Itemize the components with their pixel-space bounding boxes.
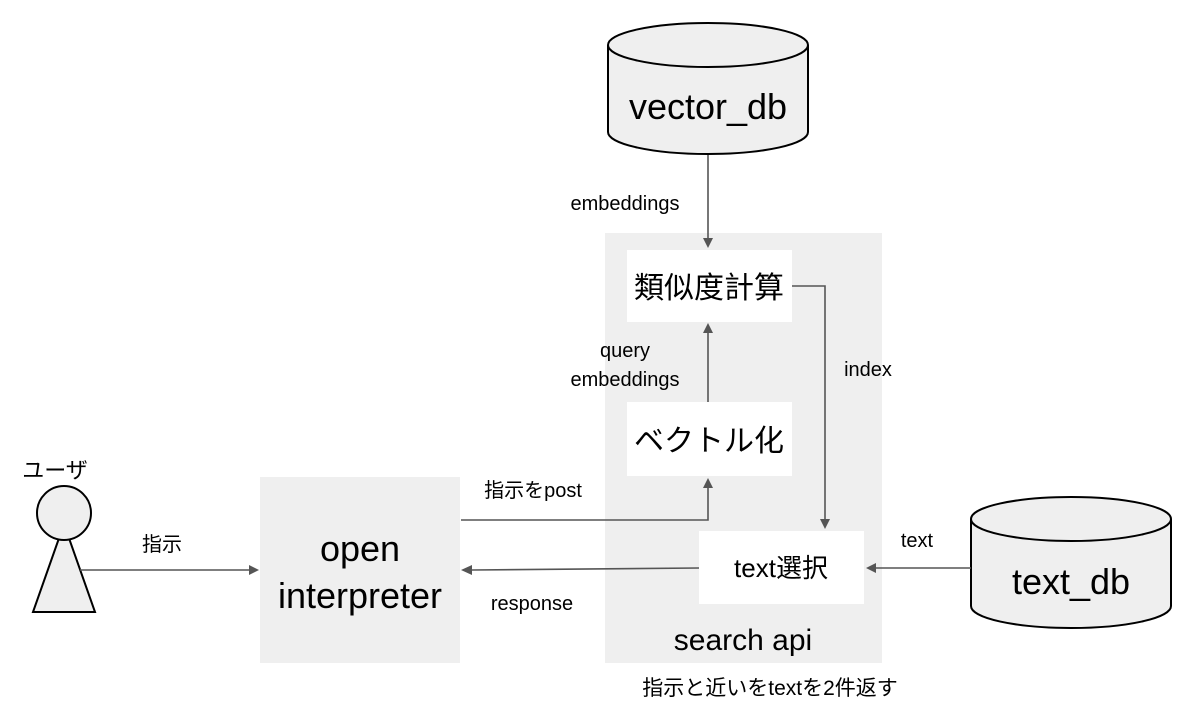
edge-response <box>461 565 700 575</box>
text-select-label: text選択 <box>734 553 828 583</box>
edge-label-index: index <box>844 359 892 381</box>
open-interpreter-box <box>260 477 460 663</box>
edge-label-instruction-post: 指示をpost <box>484 479 582 502</box>
vector-db-cylinder <box>607 22 809 155</box>
text-db-cylinder <box>970 496 1172 629</box>
edge-index <box>792 285 830 529</box>
edge-query-embeddings <box>703 323 713 402</box>
edge-label-response: response <box>491 593 573 615</box>
open-interpreter-label-line1: open <box>320 528 400 569</box>
similarity-label: 類似度計算 <box>634 272 784 305</box>
edge-text <box>866 563 971 573</box>
diagram-caption: 指示と近いをtextを2件返す <box>642 677 898 700</box>
vector-db-label: vector_db <box>629 86 787 127</box>
text-db-label: text_db <box>1012 561 1130 602</box>
edge-instruction-post <box>461 478 713 521</box>
edge-instruction <box>80 565 259 575</box>
user-label: ユーザ <box>22 458 88 483</box>
edge-label-query-embeddings: embeddings <box>571 369 680 391</box>
search-api-label: search api <box>674 624 812 657</box>
edge-label-embeddings: embeddings <box>571 193 680 215</box>
edge-label-text: text <box>901 530 934 552</box>
edge-label-query: query <box>600 340 650 362</box>
similarity-box <box>627 250 792 322</box>
vectorize-label: ベクトル化 <box>634 425 784 458</box>
open-interpreter-label-line2: interpreter <box>278 575 442 616</box>
edge-embeddings <box>703 155 713 248</box>
edge-label-instruction: 指示 <box>142 533 182 556</box>
vectorize-box <box>627 402 792 476</box>
user-figure <box>31 485 97 613</box>
text-select-box <box>699 531 864 604</box>
